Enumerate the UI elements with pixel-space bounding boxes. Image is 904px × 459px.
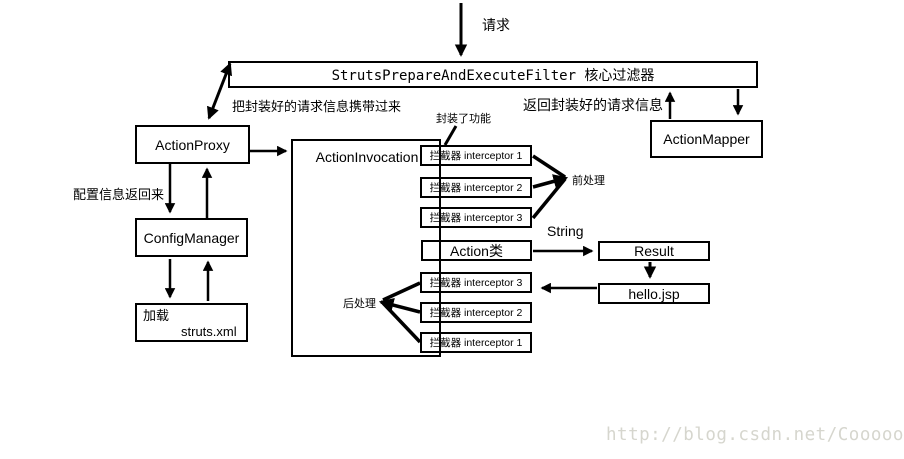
interceptor-top-1-box: 拦截器 interceptor 1	[420, 145, 532, 166]
encapsulated-pointer-line	[443, 125, 458, 146]
encapsulated-label: 封装了功能	[436, 113, 491, 125]
watermark: http://blog.csdn.net/Coooooc	[606, 425, 904, 445]
fan-pre-3	[531, 177, 567, 220]
carry-request-label: 把封装好的请求信息携带过来	[232, 99, 402, 114]
arrow-filter-actionproxy	[207, 62, 232, 120]
hello-jsp-box: hello.jsp	[598, 283, 710, 304]
action-class-box: Action类	[421, 240, 532, 261]
struts-xml-label: struts.xml	[181, 324, 237, 339]
interceptor-top-2-box: 拦截器 interceptor 2	[420, 177, 532, 198]
action-proxy-box: ActionProxy	[135, 125, 250, 164]
struts-xml-box: 加载 struts.xml	[135, 303, 248, 342]
string-label: String	[547, 223, 584, 239]
config-manager-box: ConfigManager	[135, 218, 248, 257]
result-box: Result	[598, 241, 710, 261]
interceptor-bottom-2-box: 拦截器 interceptor 2	[420, 302, 532, 323]
action-mapper-box: ActionMapper	[650, 120, 763, 158]
pre-process-label: 前处理	[572, 175, 605, 187]
fan-pre-2	[532, 174, 569, 189]
action-invocation-box: ActionInvocation	[291, 139, 441, 357]
action-invocation-label: ActionInvocation	[315, 149, 419, 165]
interceptor-bottom-1-box: 拦截器 interceptor 1	[420, 332, 532, 353]
fan-pre-1	[532, 154, 566, 179]
interceptor-bottom-3-box: 拦截器 interceptor 3	[420, 272, 532, 293]
load-label: 加载	[143, 308, 170, 323]
post-process-label: 后处理	[343, 298, 376, 310]
filter-box: StrutsPrepareAndExecuteFilter 核心过滤器	[228, 61, 758, 88]
config-return-label: 配置信息返回来	[73, 187, 165, 202]
request-label: 请求	[482, 17, 510, 33]
return-request-label: 返回封装好的请求信息	[523, 97, 663, 113]
interceptor-top-3-box: 拦截器 interceptor 3	[420, 207, 532, 228]
